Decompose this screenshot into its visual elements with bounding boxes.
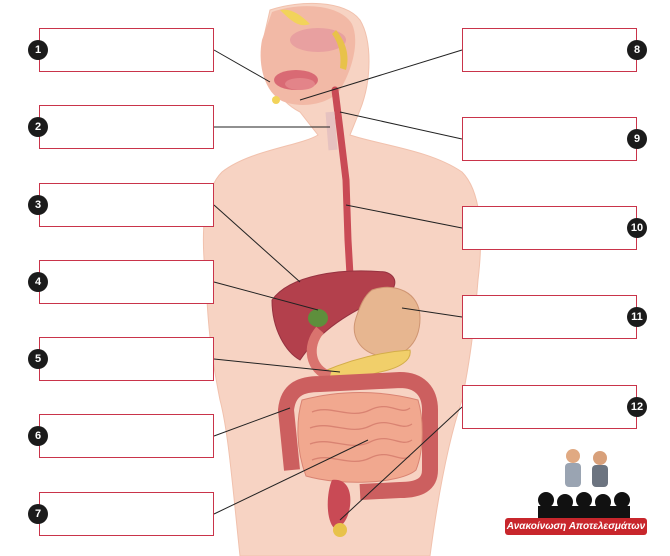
label-box-3[interactable]	[39, 183, 214, 227]
label-box-7[interactable]	[39, 492, 214, 536]
trachea	[330, 112, 333, 150]
logo-caption: Ανακοίνωση Αποτελεσμάτων	[505, 518, 647, 535]
number-badge-1: 1	[28, 40, 48, 60]
label-box-6[interactable]	[39, 414, 214, 458]
salivary-gland	[272, 96, 280, 104]
leader-line-9	[340, 112, 462, 139]
label-box-11[interactable]	[462, 295, 637, 339]
label-box-8[interactable]	[462, 28, 637, 72]
anus	[333, 523, 347, 537]
label-box-9[interactable]	[462, 117, 637, 161]
number-badge-11: 11	[627, 307, 647, 327]
label-box-10[interactable]	[462, 206, 637, 250]
label-box-2[interactable]	[39, 105, 214, 149]
number-badge-6: 6	[28, 426, 48, 446]
small-intestine	[298, 393, 422, 483]
label-box-4[interactable]	[39, 260, 214, 304]
number-badge-12: 12	[627, 397, 647, 417]
label-box-12[interactable]	[462, 385, 637, 429]
number-badge-4: 4	[28, 272, 48, 292]
label-box-1[interactable]	[39, 28, 214, 72]
gallbladder	[308, 309, 328, 327]
number-badge-2: 2	[28, 117, 48, 137]
number-badge-8: 8	[627, 40, 647, 60]
number-badge-3: 3	[28, 195, 48, 215]
number-badge-7: 7	[28, 504, 48, 524]
number-badge-9: 9	[627, 129, 647, 149]
logo-illustration	[538, 449, 630, 518]
label-box-5[interactable]	[39, 337, 214, 381]
number-badge-10: 10	[627, 218, 647, 238]
number-badge-5: 5	[28, 349, 48, 369]
tongue	[285, 78, 315, 90]
